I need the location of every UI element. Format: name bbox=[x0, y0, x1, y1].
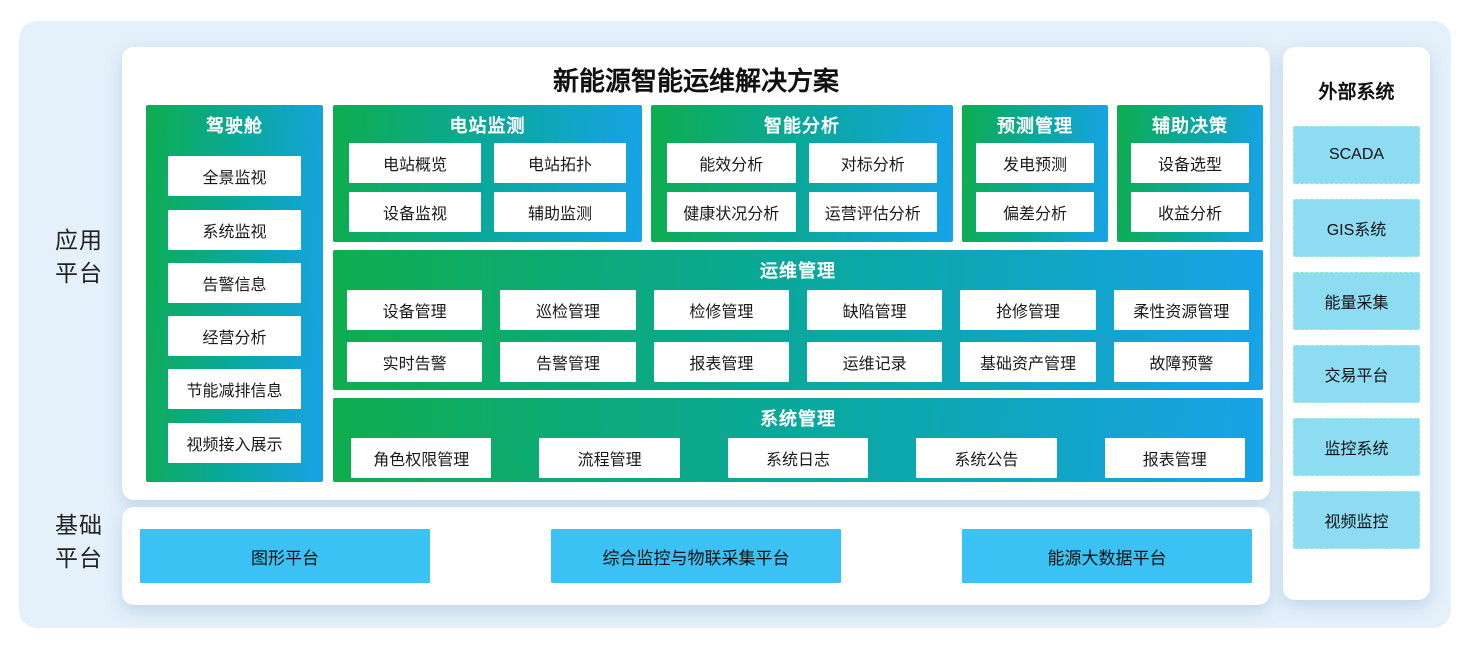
feature-box: 实时告警 bbox=[347, 342, 483, 382]
feature-box: 对标分析 bbox=[808, 143, 937, 183]
feature-box: 电站概览 bbox=[349, 143, 481, 183]
modules-column: 电站监测 电站概览 电站拓扑 设备监视 辅助监测 bbox=[333, 105, 1263, 482]
feature-box: 巡检管理 bbox=[500, 290, 636, 330]
group-ops-management: 运维管理 设备管理 巡检管理 检修管理 缺陷管理 抢修管理 bbox=[333, 250, 1263, 390]
group-intelligent-analysis-title: 智能分析 bbox=[764, 116, 840, 136]
group-system-management-title: 系统管理 bbox=[760, 409, 836, 429]
group-cockpit-items: 全景监视 系统监视 告警信息 经营分析 节能减排信息 视频接入展示 bbox=[146, 143, 323, 482]
external-systems-card: 外部系统 SCADA GIS系统 能量采集 交易平台 监控系统 视频监控 bbox=[1283, 47, 1430, 600]
label-application-platform: 应用 平台 bbox=[55, 227, 103, 286]
feature-box: 电站拓扑 bbox=[494, 143, 626, 183]
platform-box: 图形平台 bbox=[140, 529, 430, 583]
group-station-monitoring-items: 电站概览 电站拓扑 设备监视 辅助监测 bbox=[333, 143, 642, 242]
group-ops-management-items: 设备管理 巡检管理 检修管理 缺陷管理 抢修管理 柔性资源管理 实时告警 bbox=[333, 288, 1263, 390]
feature-box: 能效分析 bbox=[667, 143, 796, 183]
feature-box: 运营评估分析 bbox=[808, 192, 937, 232]
application-platform-card: 新能源智能运维解决方案 驾驶舱 全景监视 系统监视 告警信息 经营分析 节能 bbox=[122, 47, 1270, 500]
external-systems-title: 外部系统 bbox=[1318, 82, 1395, 103]
platform-box: 综合监控与物联采集平台 bbox=[551, 529, 841, 583]
group-decision-support-items: 设备选型 收益分析 bbox=[1117, 143, 1263, 242]
feature-box: 健康状况分析 bbox=[667, 192, 796, 232]
feature-box: 偏差分析 bbox=[976, 192, 1094, 232]
cockpit-feature-box: 告警信息 bbox=[168, 262, 301, 303]
feature-box: 柔性资源管理 bbox=[1113, 290, 1249, 330]
group-forecast-management-title: 预测管理 bbox=[997, 116, 1073, 136]
feature-box: 设备管理 bbox=[347, 290, 483, 330]
feature-box: 系统公告 bbox=[916, 438, 1057, 478]
group-decision-support: 辅助决策 设备选型 收益分析 bbox=[1117, 105, 1263, 242]
solution-title: 新能源智能运维解决方案 bbox=[552, 66, 839, 96]
feature-box: 报表管理 bbox=[1104, 438, 1245, 478]
feature-box: 系统日志 bbox=[727, 438, 869, 478]
cockpit-feature-box: 系统监视 bbox=[168, 209, 301, 250]
feature-box: 流程管理 bbox=[539, 438, 680, 478]
cockpit-feature-box: 节能减排信息 bbox=[168, 369, 301, 410]
monitor-analysis-row: 电站监测 电站概览 电站拓扑 设备监视 辅助监测 bbox=[333, 105, 1263, 242]
cockpit-feature-box: 视频接入展示 bbox=[168, 422, 301, 463]
feature-box: 角色权限管理 bbox=[351, 438, 492, 478]
feature-box: 故障预警 bbox=[1113, 342, 1249, 382]
platform-box: 能源大数据平台 bbox=[962, 529, 1252, 583]
feature-box: 报表管理 bbox=[653, 342, 789, 382]
group-decision-support-title: 辅助决策 bbox=[1152, 116, 1228, 136]
group-system-management: 系统管理 角色权限管理 流程管理 系统日志 系统公告 报表管理 bbox=[333, 398, 1263, 482]
application-content: 驾驶舱 全景监视 系统监视 告警信息 经营分析 节能减排信息 视频接入展示 bbox=[146, 105, 1263, 482]
feature-box: 基础资产管理 bbox=[960, 342, 1096, 382]
external-systems-items: SCADA GIS系统 能量采集 交易平台 监控系统 视频监控 bbox=[1283, 104, 1430, 549]
base-platform-card: 图形平台 综合监控与物联采集平台 能源大数据平台 bbox=[122, 507, 1270, 605]
external-system-box: SCADA bbox=[1293, 126, 1420, 184]
feature-box: 检修管理 bbox=[653, 290, 789, 330]
group-cockpit: 驾驶舱 全景监视 系统监视 告警信息 经营分析 节能减排信息 视频接入展示 bbox=[146, 105, 323, 482]
external-system-box: GIS系统 bbox=[1293, 199, 1420, 257]
feature-box: 缺陷管理 bbox=[806, 290, 943, 330]
external-system-box: 能量采集 bbox=[1293, 272, 1420, 330]
external-system-box: 视频监控 bbox=[1293, 491, 1420, 549]
base-platform-items: 图形平台 综合监控与物联采集平台 能源大数据平台 bbox=[122, 507, 1270, 605]
group-forecast-management: 预测管理 发电预测 偏差分析 bbox=[962, 105, 1108, 242]
label-base-platform: 基础 平台 bbox=[55, 512, 103, 571]
feature-box: 发电预测 bbox=[976, 143, 1094, 183]
group-forecast-management-items: 发电预测 偏差分析 bbox=[962, 143, 1108, 242]
external-system-box: 交易平台 bbox=[1293, 345, 1420, 403]
cockpit-feature-box: 全景监视 bbox=[168, 156, 301, 197]
group-station-monitoring: 电站监测 电站概览 电站拓扑 设备监视 辅助监测 bbox=[333, 105, 642, 242]
feature-box: 运维记录 bbox=[806, 342, 943, 382]
group-station-monitoring-title: 电站监测 bbox=[449, 116, 526, 136]
feature-box: 抢修管理 bbox=[960, 290, 1096, 330]
group-system-management-items: 角色权限管理 流程管理 系统日志 系统公告 报表管理 bbox=[333, 436, 1263, 482]
feature-box: 告警管理 bbox=[500, 342, 636, 382]
group-cockpit-title: 驾驶舱 bbox=[206, 116, 263, 136]
cockpit-feature-box: 经营分析 bbox=[168, 316, 301, 357]
group-intelligent-analysis: 智能分析 能效分析 对标分析 健康状况分析 运营评估分析 bbox=[651, 105, 953, 242]
external-system-box: 监控系统 bbox=[1293, 418, 1420, 476]
solution-panel: 应用 平台 基础 平台 新能源智能运维解决方案 驾驶舱 全景监视 系统监视 告警… bbox=[19, 21, 1451, 628]
feature-box: 辅助监测 bbox=[494, 192, 626, 232]
group-ops-management-title: 运维管理 bbox=[760, 261, 836, 281]
feature-box: 设备监视 bbox=[349, 192, 481, 232]
feature-box: 设备选型 bbox=[1131, 143, 1249, 183]
feature-box: 收益分析 bbox=[1131, 192, 1249, 232]
group-intelligent-analysis-items: 能效分析 对标分析 健康状况分析 运营评估分析 bbox=[651, 143, 953, 242]
